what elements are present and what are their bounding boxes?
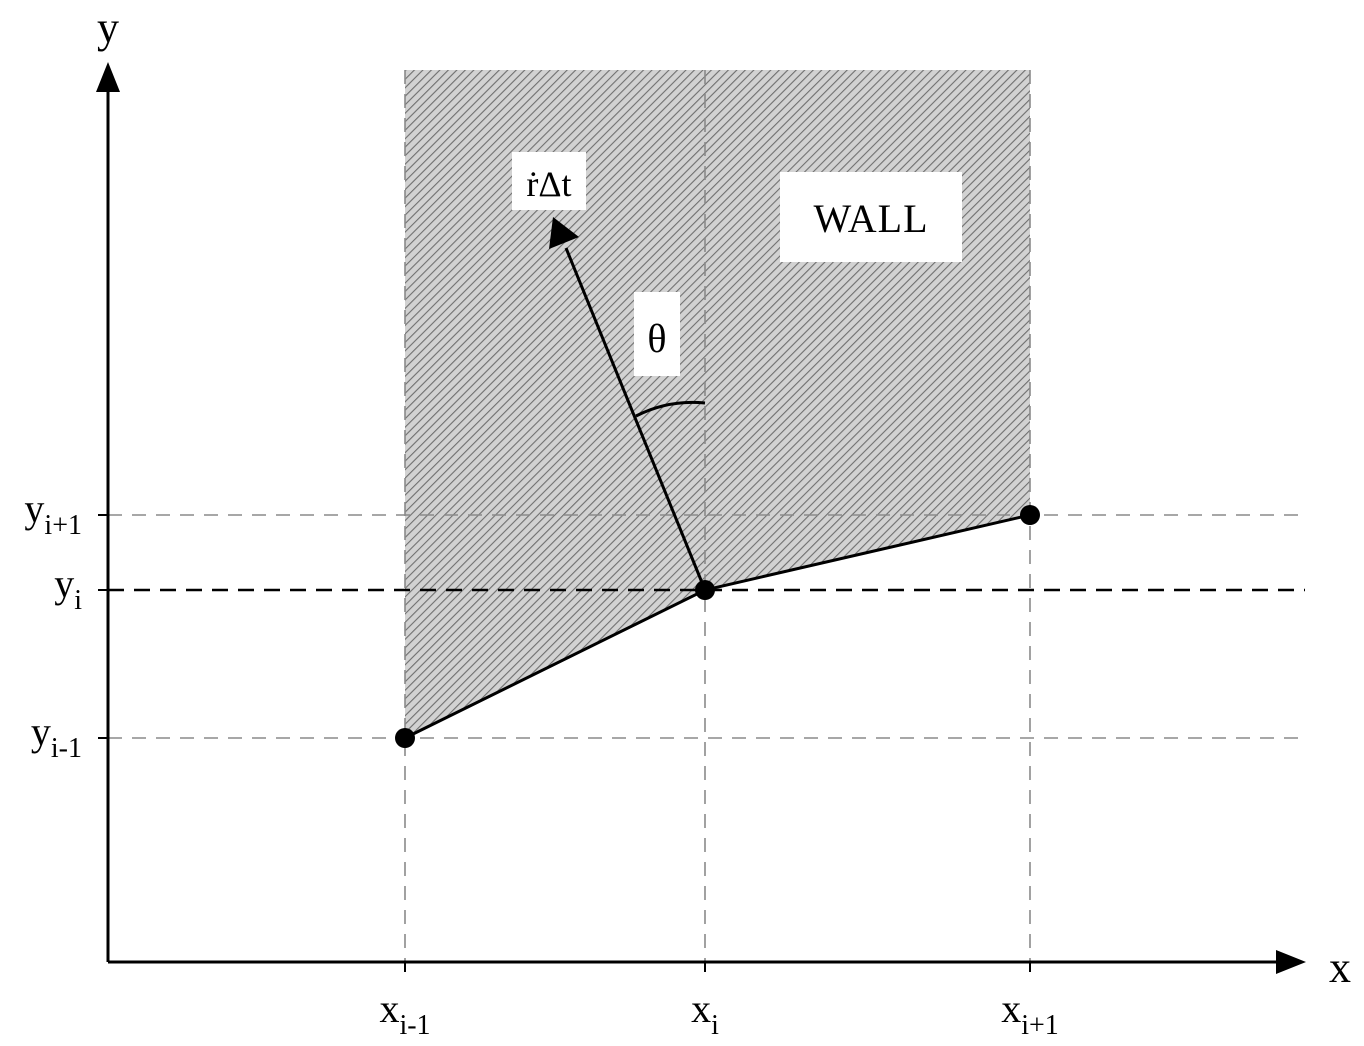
- node-i-plus-1: [1020, 505, 1040, 525]
- x-tick-label-3: xi+1: [1001, 986, 1059, 1041]
- velocity-arrowhead: [549, 217, 579, 249]
- x-tick-label-2: xi: [691, 986, 719, 1041]
- y-axis-label: y: [97, 3, 119, 52]
- angle-arc: [635, 400, 706, 418]
- y-tick-label-2: yi: [54, 561, 82, 616]
- node-i-minus-1: [395, 728, 415, 748]
- y-tick-label-1: yi+1: [24, 486, 82, 541]
- angle-label: θ: [647, 316, 666, 361]
- x-tick-label-1: xi-1: [379, 986, 430, 1041]
- x-axis-label: x: [1329, 943, 1351, 992]
- velocity-vector: [564, 247, 707, 591]
- node-i: [695, 580, 715, 600]
- x-axis-arrowhead: [1276, 950, 1306, 974]
- wall-region: [405, 70, 1030, 738]
- vector-label-background: [512, 152, 586, 210]
- vector-label: ṙΔt: [526, 164, 571, 204]
- wall-label-background: [780, 172, 962, 262]
- ticks: [98, 514, 1031, 972]
- y-axis-arrowhead: [96, 62, 120, 92]
- y-tick-label-3: yi-1: [31, 709, 82, 764]
- angle-label-background: [634, 292, 680, 376]
- wall-label: WALL: [813, 196, 928, 241]
